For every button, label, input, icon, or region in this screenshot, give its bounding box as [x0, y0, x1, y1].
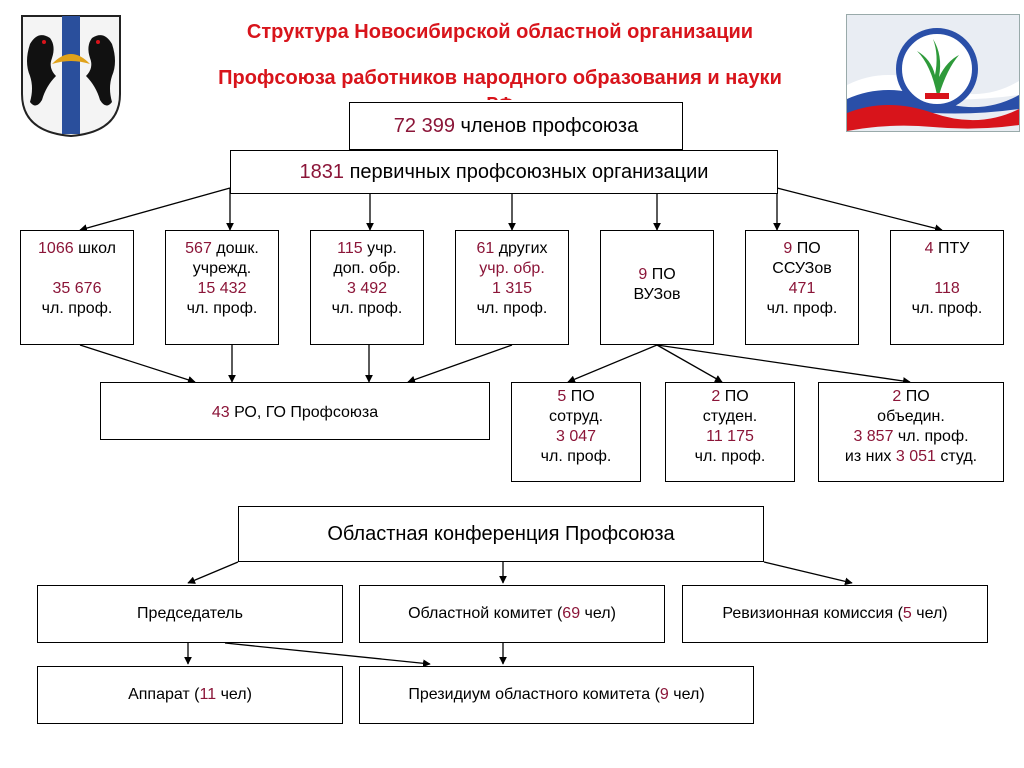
schools-members-label: чл. проф. — [41, 300, 113, 317]
audit-label: Ревизионная комиссия ( — [722, 605, 903, 622]
other-members-label: чл. проф. — [476, 300, 548, 317]
combined-po-students-suffix: студ. — [935, 448, 978, 465]
chairman-label: Председатель — [137, 605, 243, 622]
colleges-box: 9 ПО ССУЗов 471 чл. проф. — [745, 230, 859, 345]
other-label-2: учр. обр. — [479, 260, 545, 277]
coat-of-arms-icon — [20, 14, 122, 138]
audit-count: 5 — [902, 605, 912, 622]
schools-box: 1066 школ 35 676 чл. проф. — [20, 230, 134, 345]
staff-po-members-label: чл. проф. — [540, 448, 612, 465]
preschool-label: дошк. — [211, 240, 259, 257]
members-count-box: 72 399 членов профсоюза — [349, 102, 683, 150]
other-edu-box: 61 других учр. обр. 1 315 чл. проф. — [455, 230, 569, 345]
ptu-members-label: чл. проф. — [911, 300, 983, 317]
combined-po-students-prefix: из них — [844, 448, 896, 465]
additional-count: 115 — [337, 240, 363, 257]
regional-conference-box: Областная конференция Профсоюза — [238, 506, 764, 562]
combined-po-box: 2 ПО объедин. 3 857 чл. проф. из них 3 0… — [818, 382, 1004, 482]
preschool-label-2: учрежд. — [192, 260, 252, 277]
regional-conference-label: Областная конференция Профсоюза — [327, 523, 675, 545]
ptu-box: 4 ПТУ 118 чл. проф. — [890, 230, 1004, 345]
colleges-members: 471 — [788, 280, 816, 297]
apparatus-label: Аппарат ( — [128, 686, 200, 703]
combined-po-count: 2 — [892, 388, 902, 405]
page-title: Структура Новосибирской областной органи… — [246, 21, 754, 43]
ptu-members: 118 — [934, 280, 960, 297]
other-label: других — [494, 240, 548, 257]
additional-members: 3 492 — [346, 280, 388, 297]
staff-po-label: ПО — [566, 388, 595, 405]
committee-count: 69 — [562, 605, 581, 622]
combined-po-members-label: чл. проф. — [893, 428, 969, 445]
schools-count: 1066 — [38, 240, 74, 257]
preschool-members-label: чл. проф. — [186, 300, 258, 317]
primary-orgs-label: первичных профсоюзных организации — [344, 161, 709, 183]
apparatus-count: 11 — [199, 686, 217, 703]
students-po-count: 2 — [711, 388, 721, 405]
page-subtitle: Профсоюза работников народного образован… — [218, 67, 782, 89]
presidium-suffix: чел) — [668, 686, 705, 703]
page-subtitle-overflow: РФ — [460, 94, 540, 100]
presidium-count: 9 — [659, 686, 669, 703]
combined-po-members: 3 857 — [853, 428, 894, 445]
students-po-members: 11 175 — [706, 428, 754, 445]
colleges-count: 9 — [783, 240, 793, 257]
combined-po-label: ПО — [901, 388, 930, 405]
ptu-label: ПТУ — [933, 240, 970, 257]
audit-suffix: чел) — [911, 605, 948, 622]
combined-po-label-2: объедин. — [877, 408, 945, 425]
staff-po-box: 5 ПО сотруд. 3 047 чл. проф. — [511, 382, 641, 482]
students-po-label: ПО — [720, 388, 749, 405]
regional-orgs-count: 43 — [211, 404, 230, 421]
students-po-box: 2 ПО студен. 11 175 чл. проф. — [665, 382, 795, 482]
members-count: 72 399 — [393, 115, 455, 137]
colleges-label: ПО — [792, 240, 821, 257]
other-count: 61 — [476, 240, 495, 257]
primary-orgs-count: 1831 — [299, 161, 345, 183]
universities-box: 9 ПО ВУЗов — [600, 230, 714, 345]
schools-members: 35 676 — [52, 280, 102, 297]
chairman-box: Председатель — [37, 585, 343, 643]
audit-commission-box: Ревизионная комиссия (5 чел) — [682, 585, 988, 643]
regional-orgs-box: 43 РО, ГО Профсоюза — [100, 382, 490, 440]
students-po-members-label: чл. проф. — [694, 448, 766, 465]
colleges-label-2: ССУЗов — [772, 260, 832, 277]
other-members: 1 315 — [491, 280, 533, 297]
regional-orgs-label: РО, ГО Профсоюза — [229, 404, 379, 421]
regional-committee-box: Областной комитет (69 чел) — [359, 585, 665, 643]
members-label: членов профсоюза — [454, 115, 639, 137]
presidium-label: Президиум областного комитета ( — [408, 686, 660, 703]
preschool-box: 567 дошк. учрежд. 15 432 чл. проф. — [165, 230, 279, 345]
additional-members-label: чл. проф. — [331, 300, 403, 317]
colleges-members-label: чл. проф. — [766, 300, 838, 317]
universities-label-2: ВУЗов — [633, 286, 681, 303]
additional-label: учр. — [362, 240, 397, 257]
staff-po-members: 3 047 — [555, 428, 597, 445]
presidium-box: Президиум областного комитета (9 чел) — [359, 666, 754, 724]
universities-count: 9 — [638, 266, 648, 283]
committee-suffix: чел) — [580, 605, 616, 622]
apparatus-box: Аппарат (11 чел) — [37, 666, 343, 724]
union-logo-icon — [846, 14, 1020, 132]
staff-po-count: 5 — [557, 388, 567, 405]
preschool-members: 15 432 — [197, 280, 247, 297]
ptu-count: 4 — [924, 240, 934, 257]
preschool-count: 567 — [185, 240, 212, 257]
additional-label-2: доп. обр. — [333, 260, 401, 277]
staff-po-label-2: сотруд. — [548, 408, 604, 425]
committee-label: Областной комитет ( — [408, 605, 563, 622]
combined-po-students: 3 051 — [895, 448, 936, 465]
schools-label: школ — [73, 240, 116, 257]
additional-edu-box: 115 учр. доп. обр. 3 492 чл. проф. — [310, 230, 424, 345]
primary-orgs-box: 1831 первичных профсоюзных организации — [230, 150, 778, 194]
universities-label: ПО — [647, 266, 676, 283]
apparatus-suffix: чел) — [216, 686, 252, 703]
students-po-label-2: студен. — [702, 408, 758, 425]
